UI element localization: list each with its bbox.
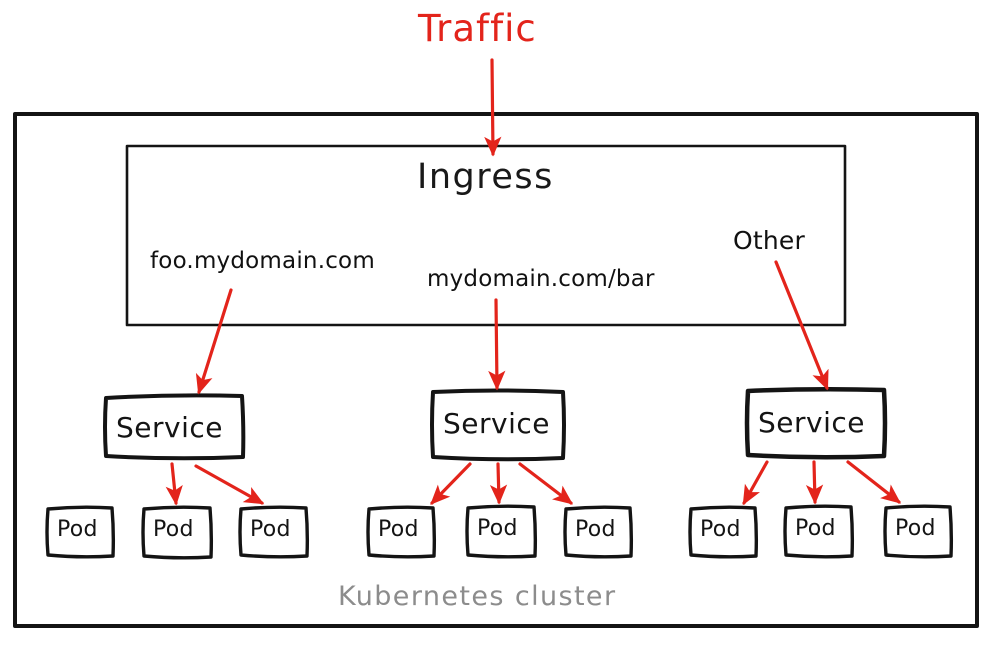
arrow-service-left-to-pod-3: [194, 464, 265, 505]
route-label-bar: mydomain.com/bar: [427, 266, 655, 292]
arrow-service-middle-to-pod-1: [430, 462, 472, 505]
pod-label: Pod: [795, 516, 836, 541]
cluster-caption: Kubernetes cluster: [338, 581, 617, 612]
pod-label: Pod: [895, 516, 936, 541]
arrow-service-right-to-pod-3: [846, 460, 902, 504]
pod-label: Pod: [378, 517, 419, 542]
ingress-label: Ingress: [417, 157, 554, 197]
service-label-right: Service: [758, 406, 865, 439]
arrow-route-other-to-service-right: [774, 260, 829, 391]
route-label-foo: foo.mydomain.com: [150, 248, 375, 274]
pod-label: Pod: [250, 517, 291, 542]
service-label-middle: Service: [443, 407, 550, 440]
arrow-service-left-to-pod-2: [165, 462, 183, 506]
route-label-other: Other: [733, 226, 805, 255]
arrow-service-right-to-pod-2: [805, 460, 824, 505]
service-label-left: Service: [116, 411, 223, 444]
pod-label: Pod: [700, 517, 741, 542]
arrow-service-middle-to-pod-2: [489, 462, 508, 505]
pod-label: Pod: [477, 516, 518, 541]
arrow-route-bar-to-service-middle: [488, 298, 506, 391]
pod-label: Pod: [57, 517, 98, 542]
arrow-service-middle-to-pod-3: [518, 462, 574, 505]
arrow-traffic-to-ingress: [484, 58, 502, 157]
traffic-label: Traffic: [418, 7, 537, 50]
pod-label: Pod: [153, 517, 194, 542]
arrow-service-right-to-pod-1: [742, 460, 769, 506]
arrow-route-foo-to-service-left: [195, 288, 233, 395]
pod-label: Pod: [575, 517, 616, 542]
